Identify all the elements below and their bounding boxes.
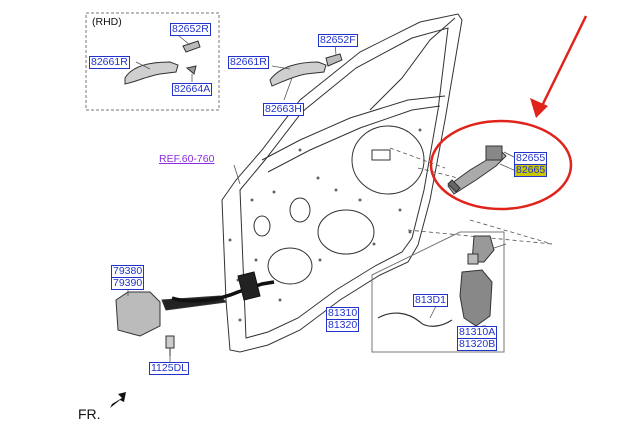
ref-link[interactable]: REF.60-760 [159, 153, 215, 165]
bolt [165, 335, 175, 356]
part-82655[interactable]: 82655 [514, 152, 548, 164]
part-1125DL[interactable]: 1125DL [149, 362, 190, 375]
part-81320[interactable]: 81320 [326, 319, 360, 332]
part-813D1[interactable]: 813D1 [413, 294, 448, 307]
inside-handle-assembly [447, 145, 507, 195]
part-82663H[interactable]: 82663H [263, 103, 304, 116]
annotation-arrow-shaft [538, 15, 588, 111]
outside-handle-parts [269, 53, 343, 87]
part-81310A[interactable]: 81310A [457, 326, 498, 338]
part-82652F[interactable]: 82652F [318, 34, 358, 47]
annotation-arrow-head [530, 98, 548, 118]
part-82661R-rhd[interactable]: 82661R [89, 56, 130, 69]
part-81320B[interactable]: 81320B [457, 338, 498, 351]
rhd-inset-box [85, 12, 220, 111]
rhd-note: (RHD) [92, 16, 122, 28]
rhd-handle-parts [124, 40, 201, 85]
front-label: FR. [78, 406, 101, 422]
door-panel-holes [228, 128, 422, 322]
front-arrow-icon [110, 392, 126, 408]
latch-inset-box [371, 231, 505, 353]
part-82652R[interactable]: 82652R [170, 23, 211, 36]
part-82661R[interactable]: 82661R [228, 56, 269, 69]
checker-link [171, 280, 275, 303]
part-79380[interactable]: 79380 [111, 265, 145, 277]
part-81310[interactable]: 81310 [326, 307, 360, 319]
latch-cable [377, 312, 453, 327]
part-82664A[interactable]: 82664A [172, 83, 213, 96]
part-82665[interactable]: 82665 [514, 164, 548, 177]
annotation-circle [429, 119, 573, 211]
part-79390[interactable]: 79390 [111, 277, 145, 290]
door-latch [459, 235, 495, 327]
